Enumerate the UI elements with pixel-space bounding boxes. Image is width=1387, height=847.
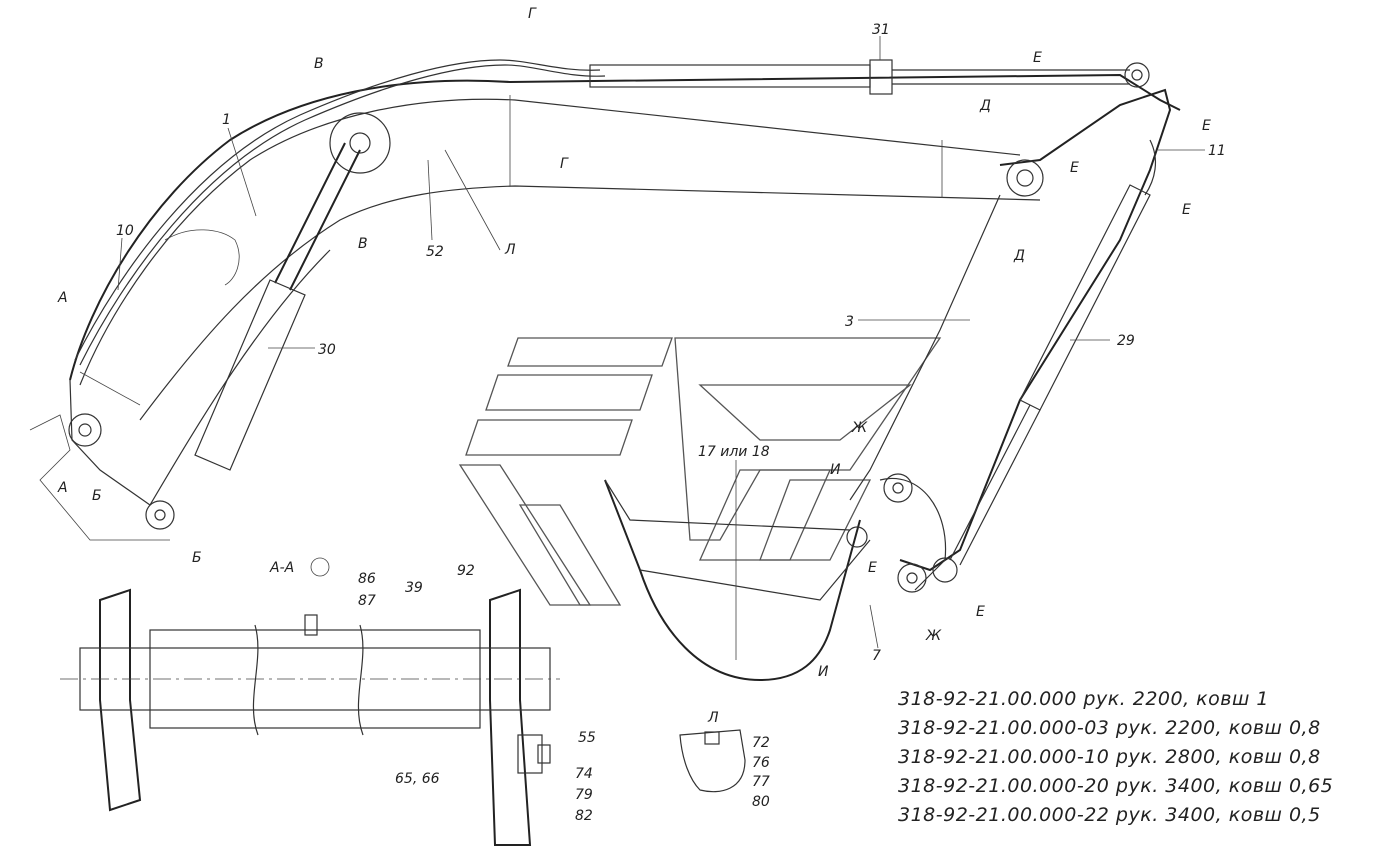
callout-79: 79 (575, 787, 593, 803)
section-mark-b-right: Б (192, 550, 202, 566)
section-mark-a-bottom: А (57, 480, 68, 496)
leader-lines (117, 36, 1205, 660)
section-aa-detail (60, 588, 560, 846)
callout-74: 74 (575, 766, 593, 782)
callout-7: 7 (872, 648, 881, 664)
bucket-cylinder (949, 184, 1151, 566)
section-mark-g-top: Г (528, 6, 537, 22)
section-mark-e-4: Е (1182, 202, 1191, 218)
callout-30: 30 (318, 342, 336, 358)
callout-labels: 1 3 7 10 11 17 или 18 29 30 31 52 39 86 … (116, 22, 1226, 824)
callout-80: 80 (752, 794, 770, 810)
section-mark-g-bottom: Г (560, 156, 569, 172)
callout-1: 1 (222, 112, 231, 128)
section-mark-e-5: Е (868, 560, 877, 576)
section-aa-title: А-А (269, 560, 294, 576)
callout-65: 65, 66 (395, 771, 440, 787)
arm (849, 62, 1172, 572)
callout-3: 3 (845, 314, 854, 330)
callout-82: 82 (575, 808, 593, 824)
view-l-detail (679, 729, 746, 793)
section-mark-d-bottom: Д (1013, 248, 1025, 264)
callout-76: 76 (752, 755, 770, 771)
callout-10: 10 (116, 223, 134, 239)
view-l-title: Л (707, 710, 719, 726)
callout-86: 86 (358, 571, 376, 587)
boom-cylinder (68, 112, 391, 530)
callout-17: 17 или 18 (698, 444, 770, 460)
section-mark-i-1: И (830, 462, 841, 478)
section-mark-v-top: В (314, 56, 324, 72)
variant-line: 318-92-21.00.000-20 рук. 3400, ковш 0,65 (898, 775, 1333, 797)
variant-line: 318-92-21.00.000-03 рук. 2200, ковш 0,8 (898, 717, 1321, 739)
section-aa-circle-icon (310, 557, 330, 577)
boom (69, 59, 1181, 506)
callout-31: 31 (872, 22, 890, 38)
section-mark-l: Л (504, 242, 516, 258)
arm-cylinder (589, 59, 1130, 95)
section-mark-zh-1: Ж (851, 420, 868, 436)
callout-29: 29 (1117, 333, 1135, 349)
section-mark-e-3: Е (1070, 160, 1079, 176)
section-mark-e-1: Е (1033, 50, 1042, 66)
bucket (604, 473, 958, 682)
section-mark-zh-2: Ж (925, 628, 942, 644)
section-mark-v-bottom: В (358, 236, 368, 252)
callout-39: 39 (405, 580, 423, 596)
section-mark-i-2: И (818, 664, 829, 680)
callout-55: 55 (578, 730, 596, 746)
callout-87: 87 (358, 593, 376, 609)
callout-52: 52 (426, 244, 444, 260)
section-mark-d-top: Д (979, 98, 991, 114)
variant-list: 318-92-21.00.000 рук. 2200, ковш 1 318-9… (898, 688, 1333, 826)
variant-line: 318-92-21.00.000-10 рук. 2800, ковш 0,8 (898, 746, 1321, 768)
section-mark-b-left: Б (92, 488, 102, 504)
callout-11: 11 (1208, 143, 1226, 159)
callout-72: 72 (752, 735, 770, 751)
base-contour (29, 414, 170, 541)
section-markers: А А Б Б В В Г Г Д Д Е Е Е Е Е Е Ж Ж И И … (57, 6, 1211, 680)
callout-92: 92 (457, 563, 475, 579)
section-mark-e-2: Е (1202, 118, 1211, 134)
variant-line: 318-92-21.00.000 рук. 2200, ковш 1 (898, 688, 1269, 710)
variant-line: 318-92-21.00.000-22 рук. 3400, ковш 0,5 (898, 804, 1321, 826)
section-mark-a-top: А (57, 290, 68, 306)
callout-77: 77 (752, 774, 770, 790)
watermark-logo (458, 337, 942, 606)
section-mark-e-6: Е (976, 604, 985, 620)
